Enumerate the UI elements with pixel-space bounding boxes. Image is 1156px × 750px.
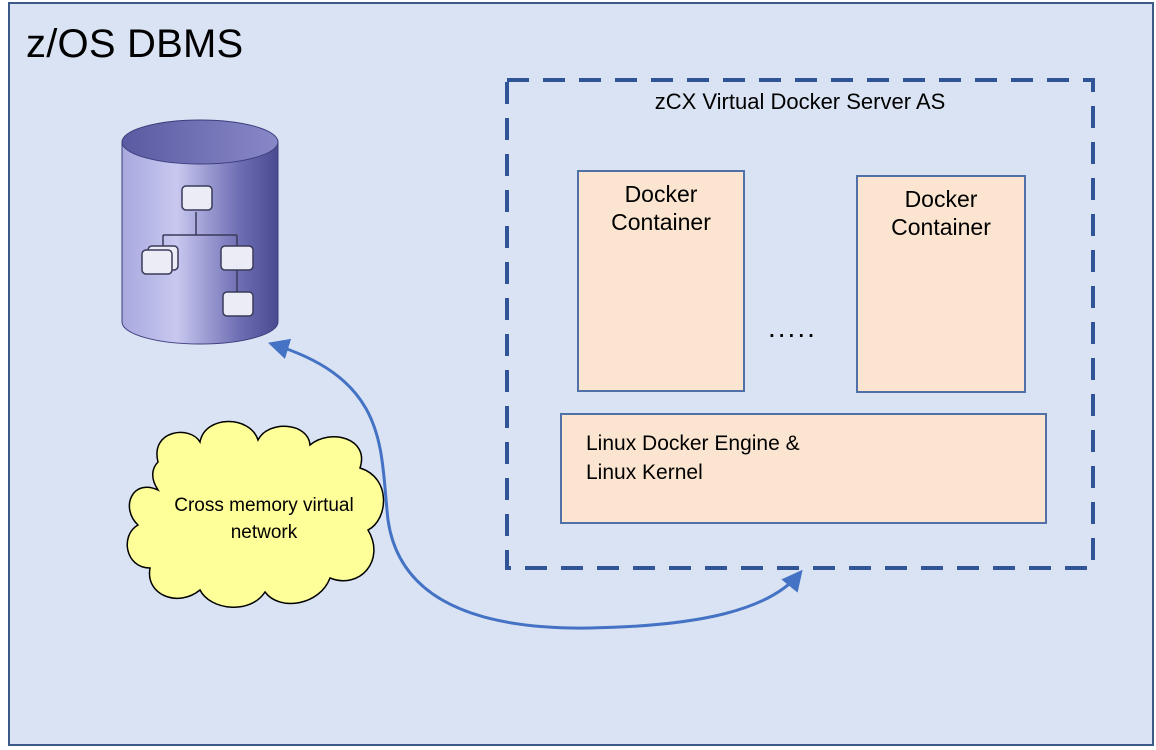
database-icon: [121, 119, 279, 345]
zcx-server-boundary: [505, 78, 1095, 570]
docker-container-1: Docker Container: [577, 170, 745, 392]
linux-docker-engine-box: Linux Docker Engine & Linux Kernel: [560, 413, 1047, 524]
container-ellipsis: .....: [768, 312, 817, 343]
network-label: Cross memory virtual network: [140, 492, 388, 546]
engine-label-line1: Linux Docker Engine &: [586, 432, 800, 455]
double-arrow-icon: [267, 338, 803, 630]
docker-container-2-line1: Docker: [904, 186, 978, 212]
docker-container-2-line2: Container: [891, 214, 991, 240]
network-label-line2: network: [230, 522, 298, 543]
diagram-title: z/OS DBMS: [26, 22, 244, 66]
docker-container-1-line2: Container: [611, 209, 711, 235]
docker-container-2: Docker Container: [856, 175, 1026, 393]
engine-label-line2: Linux Kernel: [586, 461, 703, 484]
zcx-server-label: zCX Virtual Docker Server AS: [654, 89, 946, 114]
network-label-line1: Cross memory virtual: [174, 495, 354, 516]
docker-container-1-line1: Docker: [624, 181, 698, 207]
